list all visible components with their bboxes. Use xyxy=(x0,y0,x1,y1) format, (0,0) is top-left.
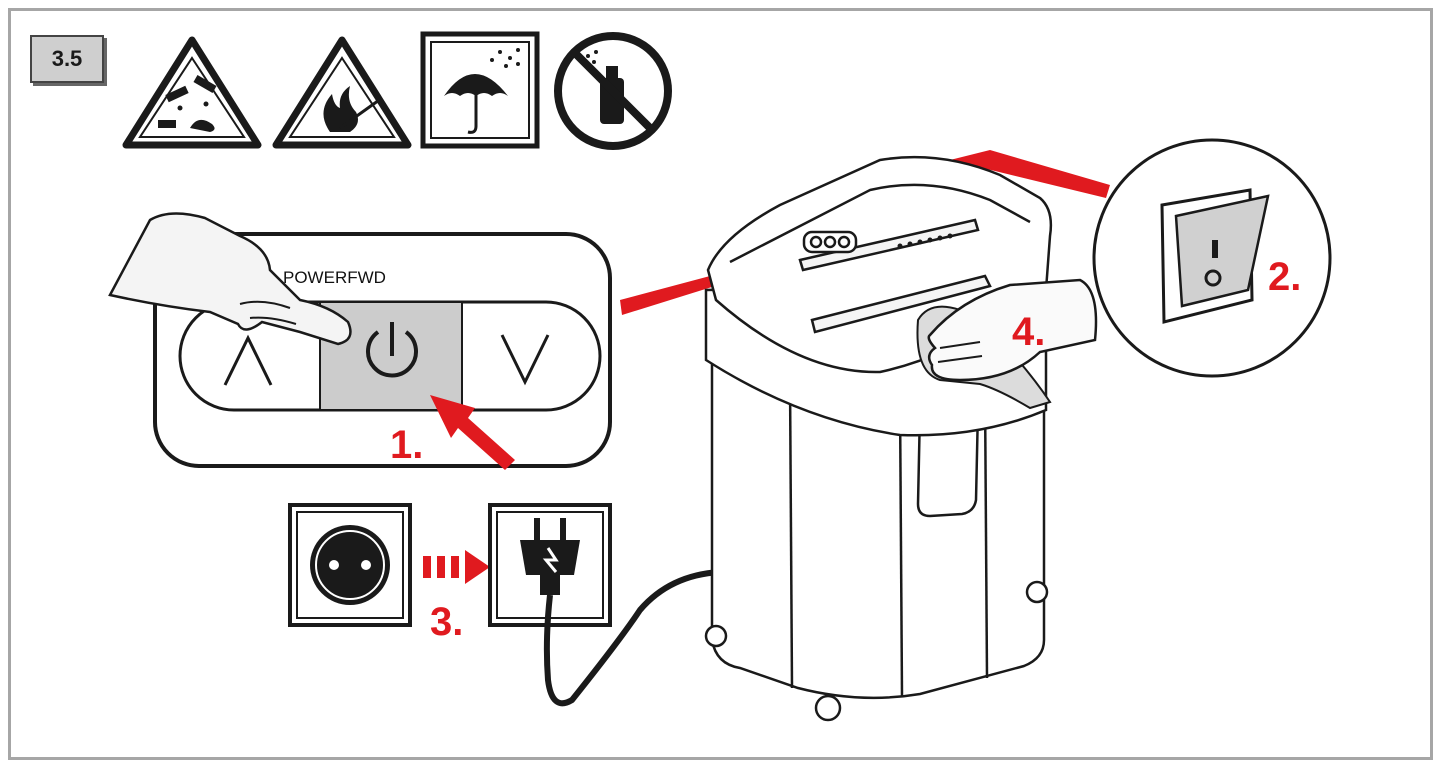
unplug-arrow-icon xyxy=(423,550,490,584)
step-label-1: 1. xyxy=(390,423,424,467)
callout-beam-switch xyxy=(950,150,1110,198)
cleaning-hand-icon xyxy=(916,278,1098,410)
step-label-3: 3. xyxy=(430,600,464,644)
paper-shredder xyxy=(704,155,1053,722)
flammable-warning-icon xyxy=(272,36,412,149)
forward-chevron-icon xyxy=(500,334,550,386)
step-label-2: 2. xyxy=(1268,255,1302,299)
reverse-chevron-icon xyxy=(223,334,273,386)
corrosive-liquid-warning-icon xyxy=(122,36,262,149)
power-icon xyxy=(366,322,418,378)
control-panel-label: POWERFWD xyxy=(283,268,386,287)
step-badge: 3.5 xyxy=(30,35,104,83)
step-label-4: 4. xyxy=(1012,310,1046,354)
keep-dry-umbrella-icon xyxy=(420,31,540,149)
rocker-switch-zoom xyxy=(1092,138,1332,378)
power-cord xyxy=(543,569,721,707)
no-aerosol-spray-icon xyxy=(554,32,672,150)
hand-pressing-icon xyxy=(108,212,352,346)
rocker-switch-icon xyxy=(1174,194,1270,308)
press-arrow-icon xyxy=(430,395,515,470)
socket-icon xyxy=(288,503,412,627)
